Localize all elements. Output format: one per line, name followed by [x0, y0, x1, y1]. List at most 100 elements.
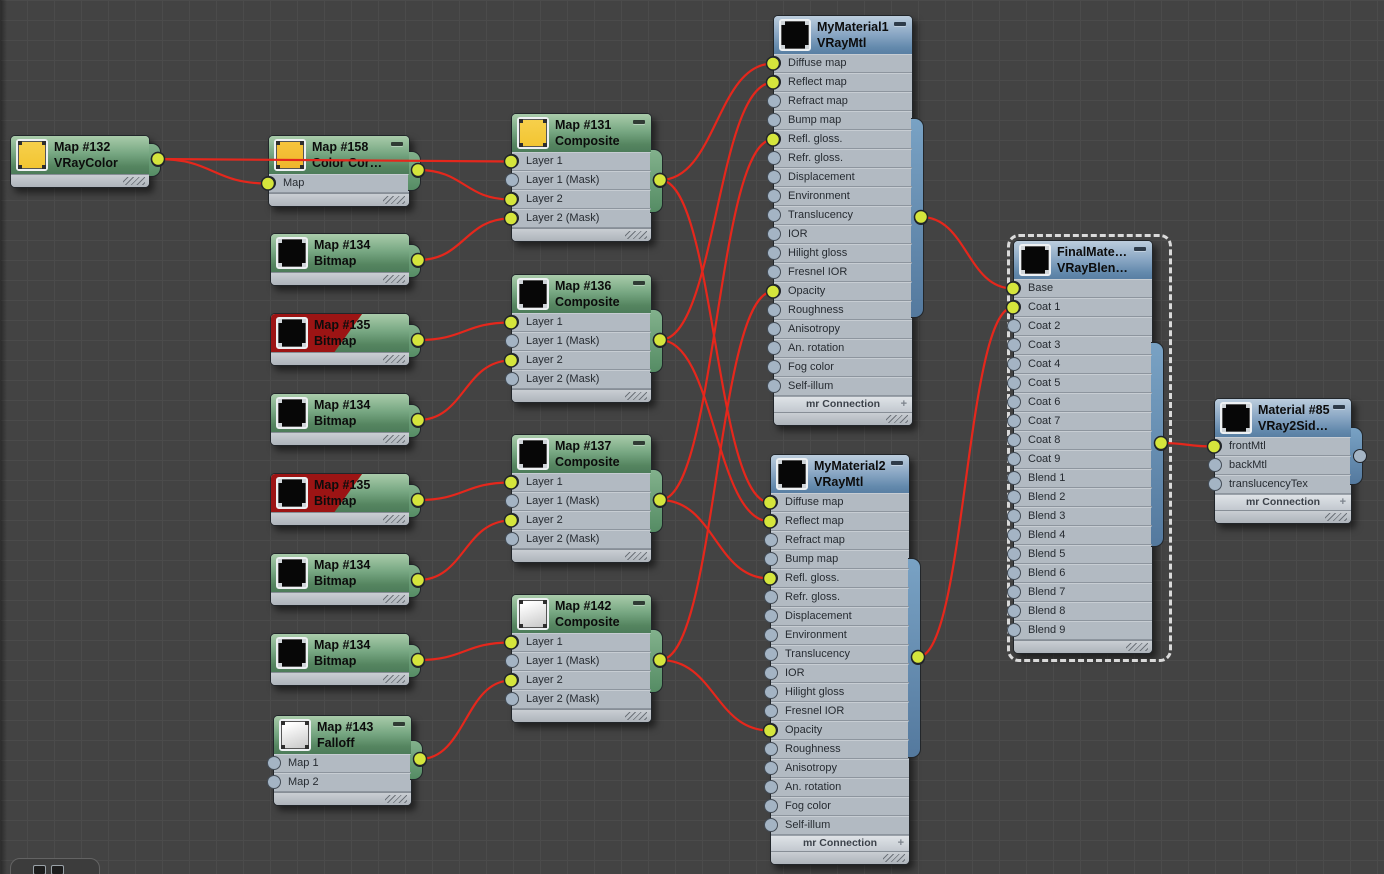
- input-socket[interactable]: [505, 211, 519, 225]
- input-socket[interactable]: [767, 227, 781, 241]
- output-socket-dot[interactable]: [411, 494, 425, 508]
- input-socket[interactable]: [764, 723, 778, 737]
- output-socket[interactable]: [408, 404, 425, 438]
- collapse-icon[interactable]: [1333, 405, 1345, 409]
- collapse-icon[interactable]: [633, 441, 645, 445]
- material-preview-swatch[interactable]: [517, 278, 549, 310]
- output-socket[interactable]: [650, 309, 667, 373]
- slot-row[interactable]: Translucency: [767, 206, 912, 225]
- material-preview-swatch[interactable]: [776, 458, 808, 490]
- slot-row[interactable]: Layer 2: [505, 190, 651, 209]
- slot-row[interactable]: Coat 9: [1007, 450, 1152, 469]
- input-socket[interactable]: [764, 666, 778, 680]
- slot-row[interactable]: Blend 9: [1007, 621, 1152, 640]
- output-socket-dot[interactable]: [1353, 449, 1367, 463]
- output-socket[interactable]: [650, 469, 667, 533]
- slot-row[interactable]: Refl. gloss.: [764, 569, 909, 588]
- input-socket[interactable]: [767, 189, 781, 203]
- input-socket[interactable]: [505, 173, 519, 187]
- output-socket[interactable]: [911, 118, 928, 318]
- slot-row[interactable]: Map 2: [267, 773, 411, 792]
- material-preview-swatch[interactable]: [517, 438, 549, 470]
- input-socket[interactable]: [505, 154, 519, 168]
- input-socket[interactable]: [1007, 338, 1021, 352]
- input-socket[interactable]: [764, 742, 778, 756]
- slot-row[interactable]: Coat 2: [1007, 317, 1152, 336]
- output-socket[interactable]: [408, 151, 425, 191]
- output-socket-dot[interactable]: [653, 174, 667, 188]
- slot-row[interactable]: Opacity: [764, 721, 909, 740]
- input-socket[interactable]: [764, 761, 778, 775]
- slot-row[interactable]: Roughness: [767, 301, 912, 320]
- resize-grip[interactable]: [625, 231, 647, 239]
- input-socket[interactable]: [767, 113, 781, 127]
- output-socket-dot[interactable]: [411, 574, 425, 588]
- input-socket[interactable]: [767, 303, 781, 317]
- add-slot-icon[interactable]: +: [897, 837, 904, 849]
- resize-grip[interactable]: [625, 712, 647, 720]
- mr-connection-row[interactable]: mr Connection+: [771, 835, 909, 851]
- collapse-icon[interactable]: [1134, 247, 1146, 251]
- output-socket[interactable]: [408, 644, 425, 678]
- output-socket[interactable]: [650, 149, 667, 213]
- input-socket[interactable]: [505, 673, 519, 687]
- slot-row[interactable]: An. rotation: [764, 778, 909, 797]
- material-preview-swatch[interactable]: [1220, 402, 1252, 434]
- input-socket[interactable]: [764, 780, 778, 794]
- mr-connection-row[interactable]: mr Connection+: [1215, 494, 1351, 510]
- material-preview-swatch[interactable]: [779, 19, 811, 51]
- input-socket[interactable]: [764, 799, 778, 813]
- resize-grip[interactable]: [1325, 513, 1347, 521]
- slot-row[interactable]: Blend 5: [1007, 545, 1152, 564]
- slot-row[interactable]: Layer 1: [505, 313, 651, 332]
- slot-row[interactable]: Layer 1: [505, 633, 651, 652]
- input-socket[interactable]: [767, 132, 781, 146]
- slot-row[interactable]: Layer 2: [505, 511, 651, 530]
- input-socket[interactable]: [767, 322, 781, 336]
- input-socket[interactable]: [767, 75, 781, 89]
- input-socket[interactable]: [1208, 439, 1222, 453]
- slot-row[interactable]: IOR: [764, 664, 909, 683]
- slot-row[interactable]: Reflect map: [764, 512, 909, 531]
- collapse-icon[interactable]: [633, 601, 645, 605]
- slot-row[interactable]: Anisotropy: [767, 320, 912, 339]
- material-preview-swatch[interactable]: [274, 139, 306, 171]
- slot-row[interactable]: Bump map: [764, 550, 909, 569]
- input-socket[interactable]: [1007, 395, 1021, 409]
- resize-grip[interactable]: [383, 435, 405, 443]
- input-socket[interactable]: [505, 654, 519, 668]
- input-socket[interactable]: [1007, 528, 1021, 542]
- slot-row[interactable]: Refract map: [767, 92, 912, 111]
- material-preview-swatch[interactable]: [517, 117, 549, 149]
- slot-row[interactable]: Blend 7: [1007, 583, 1152, 602]
- slot-row[interactable]: Blend 3: [1007, 507, 1152, 526]
- slot-row[interactable]: IOR: [767, 225, 912, 244]
- output-socket-dot[interactable]: [411, 654, 425, 668]
- input-socket[interactable]: [764, 495, 778, 509]
- material-preview-swatch[interactable]: [276, 237, 308, 269]
- slot-row[interactable]: Refr. gloss.: [764, 588, 909, 607]
- collapse-icon[interactable]: [391, 142, 403, 146]
- output-socket-dot[interactable]: [411, 254, 425, 268]
- input-socket[interactable]: [505, 192, 519, 206]
- material-preview-swatch[interactable]: [276, 557, 308, 589]
- slot-row[interactable]: Coat 7: [1007, 412, 1152, 431]
- output-socket-dot[interactable]: [411, 334, 425, 348]
- view-navigation-button[interactable]: [10, 858, 100, 874]
- slot-row[interactable]: Layer 2 (Mask): [505, 530, 651, 549]
- slot-row[interactable]: Coat 5: [1007, 374, 1152, 393]
- slot-row[interactable]: Self-illum: [767, 377, 912, 396]
